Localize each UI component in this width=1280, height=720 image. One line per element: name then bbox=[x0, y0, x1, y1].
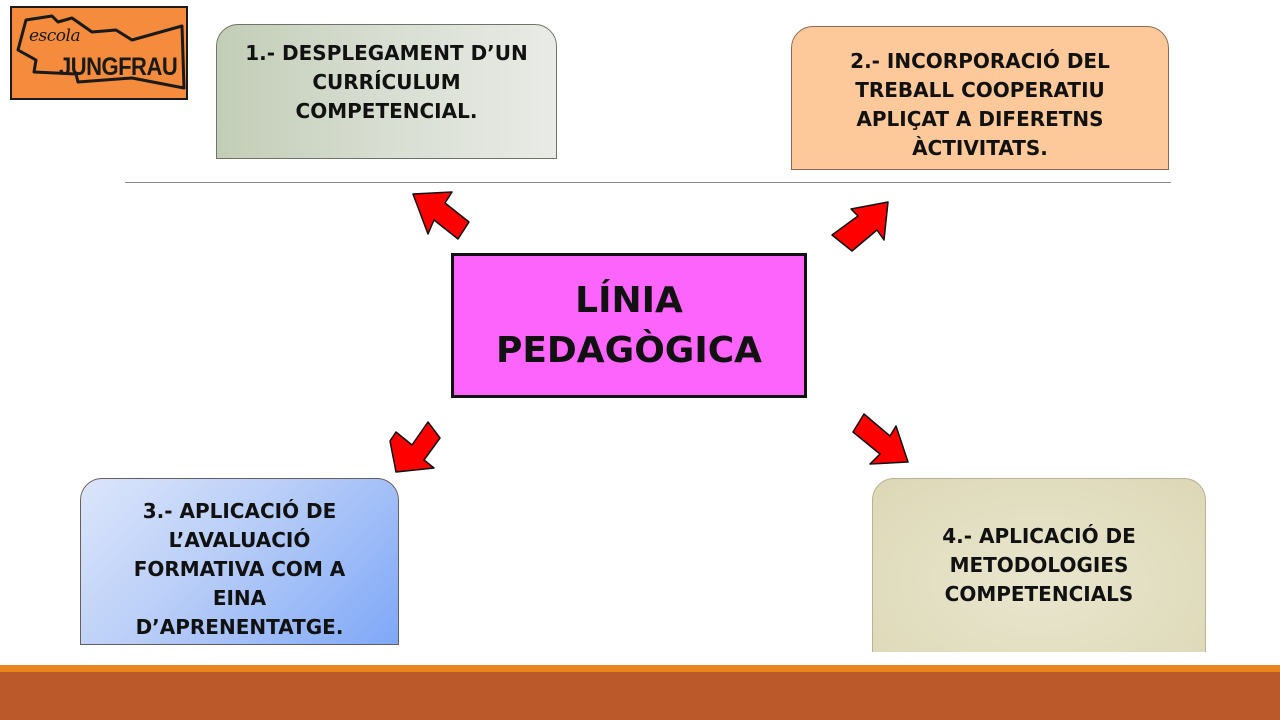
box-line: 3.- APLICACIÓ DE bbox=[142, 499, 337, 523]
box-line: METODOLOGIES bbox=[949, 553, 1129, 577]
arrow-down-right-icon bbox=[852, 413, 909, 465]
central-concept-box: LÍNIA PEDAGÒGICA bbox=[451, 253, 807, 398]
box-line: TREBALL COOPERATIU bbox=[855, 78, 1105, 102]
box-line: APLIÇAT A DIFERETNS bbox=[856, 107, 1104, 131]
box-line: ÀCTIVITATS. bbox=[912, 136, 1048, 160]
arrow-up-left-icon bbox=[412, 191, 470, 240]
box-line: 4.- APLICACIÓ DE bbox=[942, 524, 1136, 548]
footer-accent-bar bbox=[0, 665, 1280, 672]
center-title-line: LÍNIA bbox=[575, 279, 683, 321]
box-formative-assessment: 3.- APLICACIÓ DE L’AVALUACIÓ FORMATIVA C… bbox=[80, 478, 399, 645]
box-curriculum: 1.- DESPLEGAMENT D’UN CURRÍCULUM COMPETE… bbox=[216, 24, 557, 159]
box-line: COMPETENCIAL. bbox=[295, 99, 478, 123]
box-line: D’APRENENTATGE. bbox=[135, 615, 344, 639]
footer-band bbox=[0, 672, 1280, 720]
box-line: L’AVALUACIÓ bbox=[168, 528, 311, 552]
box-line: CURRÍCULUM bbox=[312, 70, 461, 94]
logo-outline-icon bbox=[16, 14, 186, 90]
box-line: EINA bbox=[212, 586, 267, 610]
divider-line bbox=[125, 182, 1171, 183]
school-logo: escola JUNGFRAU bbox=[10, 6, 188, 100]
arrow-down-left-icon bbox=[389, 421, 441, 473]
box-line: COMPETENCIALS bbox=[944, 582, 1134, 606]
logo-main-text: JUNGFRAU bbox=[59, 52, 178, 81]
center-title-line: PEDAGÒGICA bbox=[495, 329, 763, 371]
logo-script-text: escola bbox=[29, 26, 81, 46]
box-line: 1.- DESPLEGAMENT D’UN bbox=[245, 41, 528, 65]
box-competency-methodologies: 4.- APLICACIÓ DE METODOLOGIES COMPETENCI… bbox=[872, 478, 1206, 652]
arrow-up-right-icon bbox=[831, 201, 889, 252]
box-line: 2.- INCORPORACIÓ DEL bbox=[850, 49, 1110, 73]
box-cooperative-work: 2.- INCORPORACIÓ DEL TREBALL COOPERATIU … bbox=[791, 26, 1169, 170]
box-line: FORMATIVA COM A bbox=[133, 557, 346, 581]
